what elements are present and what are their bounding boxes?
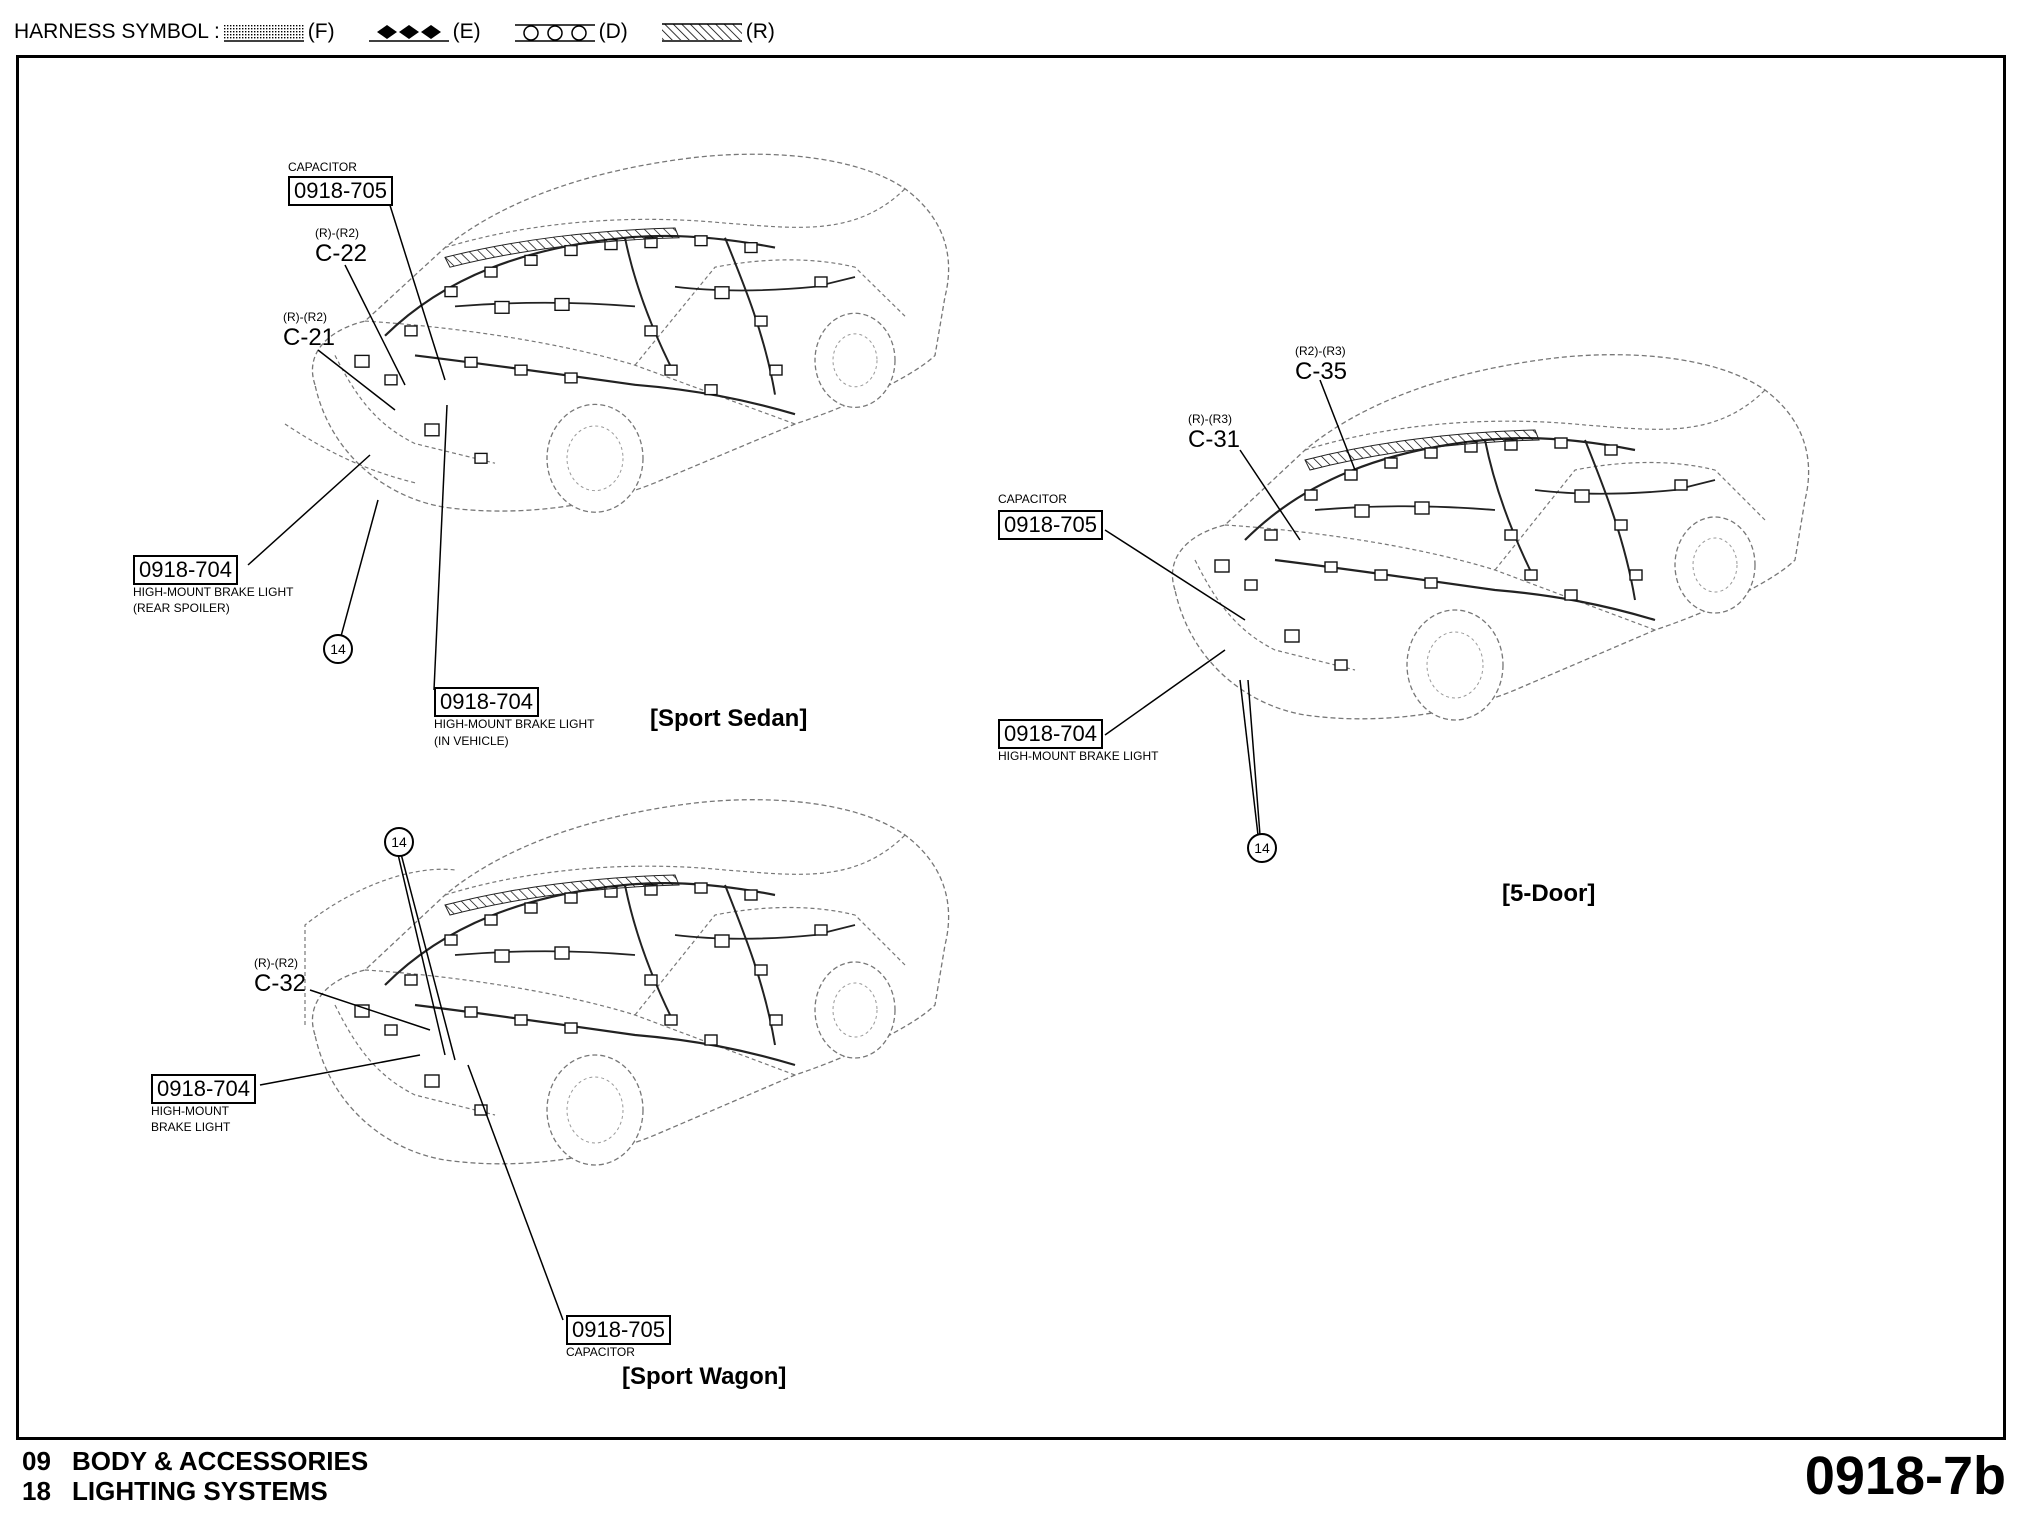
legend-code-r: (R) — [745, 20, 775, 43]
legend-code-d: (D) — [598, 20, 628, 43]
wagon-capacitor-ref[interactable]: 0918-705 — [566, 1315, 671, 1345]
five-door-car — [1171, 353, 1810, 722]
sedan-ground-14: 14 — [323, 634, 353, 664]
sedan-c22-code: C-22 — [315, 240, 368, 267]
sedan-in-vehicle-line2: (IN VEHICLE) — [434, 734, 509, 748]
circle-pattern-icon — [514, 24, 595, 42]
five-door-leaders — [1104, 379, 1356, 836]
fivedoor-brake-ref[interactable]: 0918-704 — [998, 719, 1103, 749]
sedan-c21-sub: (R)-(R2) — [283, 310, 327, 324]
sedan-in-vehicle-ref[interactable]: 0918-704 — [434, 687, 539, 717]
fivedoor-brake-line1: HIGH-MOUNT BRAKE LIGHT — [998, 749, 1159, 763]
sport-sedan-title: [Sport Sedan] — [650, 705, 808, 732]
sport-sedan-leaders — [247, 198, 448, 691]
footer-sub-num: 18 — [22, 1476, 51, 1506]
sedan-rear-spoiler-line2: (REAR SPOILER) — [133, 601, 230, 615]
fivedoor-capacitor-label: CAPACITOR — [998, 492, 1067, 506]
sedan-capacitor-label: CAPACITOR — [288, 160, 357, 174]
wagon-ground-14: 14 — [384, 827, 414, 857]
legend-code-f: (F) — [307, 20, 335, 43]
fivedoor-capacitor-ref[interactable]: 0918-705 — [998, 510, 1103, 540]
sport-wagon-title: [Sport Wagon] — [622, 1363, 787, 1390]
footer-subsection: 18 LIGHTING SYSTEMS — [22, 1476, 328, 1507]
footer-section-num: 09 — [22, 1446, 51, 1476]
footer-section: 09 BODY & ACCESSORIES — [22, 1446, 368, 1477]
legend-label: HARNESS SYMBOL : — [14, 20, 220, 43]
sport-wagon-car — [304, 798, 950, 1167]
diagram-frame — [16, 55, 2006, 1440]
sedan-capacitor-ref[interactable]: 0918-705 — [288, 176, 393, 206]
fivedoor-c35-sub: (R2)-(R3) — [1295, 344, 1346, 358]
five-door-title: [5-Door] — [1502, 880, 1596, 907]
fivedoor-c35-code: C-35 — [1295, 358, 1348, 385]
hatched-pattern-icon — [661, 23, 742, 42]
fivedoor-ground-14: 14 — [1247, 833, 1277, 863]
sedan-c21-code: C-21 — [283, 324, 336, 351]
legend-code-e: (E) — [452, 20, 481, 43]
sedan-rear-spoiler-line1: HIGH-MOUNT BRAKE LIGHT — [133, 585, 294, 599]
sedan-rear-spoiler-ref[interactable]: 0918-704 — [133, 555, 238, 585]
wagon-brake-ref[interactable]: 0918-704 — [151, 1074, 256, 1104]
wagon-brake-line2: BRAKE LIGHT — [151, 1120, 231, 1134]
diamond-pattern-icon — [368, 25, 449, 42]
page-number: 0918-7b — [1804, 1446, 2006, 1506]
footer-section-name: BODY & ACCESSORIES — [72, 1446, 369, 1476]
fivedoor-c31-code: C-31 — [1188, 426, 1241, 453]
wagon-brake-line1: HIGH-MOUNT — [151, 1104, 229, 1118]
fivedoor-c31-sub: (R)-(R3) — [1188, 412, 1232, 426]
footer-sub-name: LIGHTING SYSTEMS — [72, 1476, 328, 1506]
wagon-c32-code: C-32 — [254, 970, 307, 997]
sedan-in-vehicle-line1: HIGH-MOUNT BRAKE LIGHT — [434, 717, 595, 731]
dotted-pattern-icon — [223, 24, 304, 42]
wagon-capacitor-label: CAPACITOR — [566, 1345, 635, 1359]
sport-sedan-car — [284, 153, 950, 514]
sport-wagon-leaders — [259, 849, 564, 1321]
wagon-c32-sub: (R)-(R2) — [254, 956, 298, 970]
harness-legend: HARNESS SYMBOL : (F) (E) (D) (R) — [14, 20, 805, 44]
sedan-c22-sub: (R)-(R2) — [315, 226, 359, 240]
